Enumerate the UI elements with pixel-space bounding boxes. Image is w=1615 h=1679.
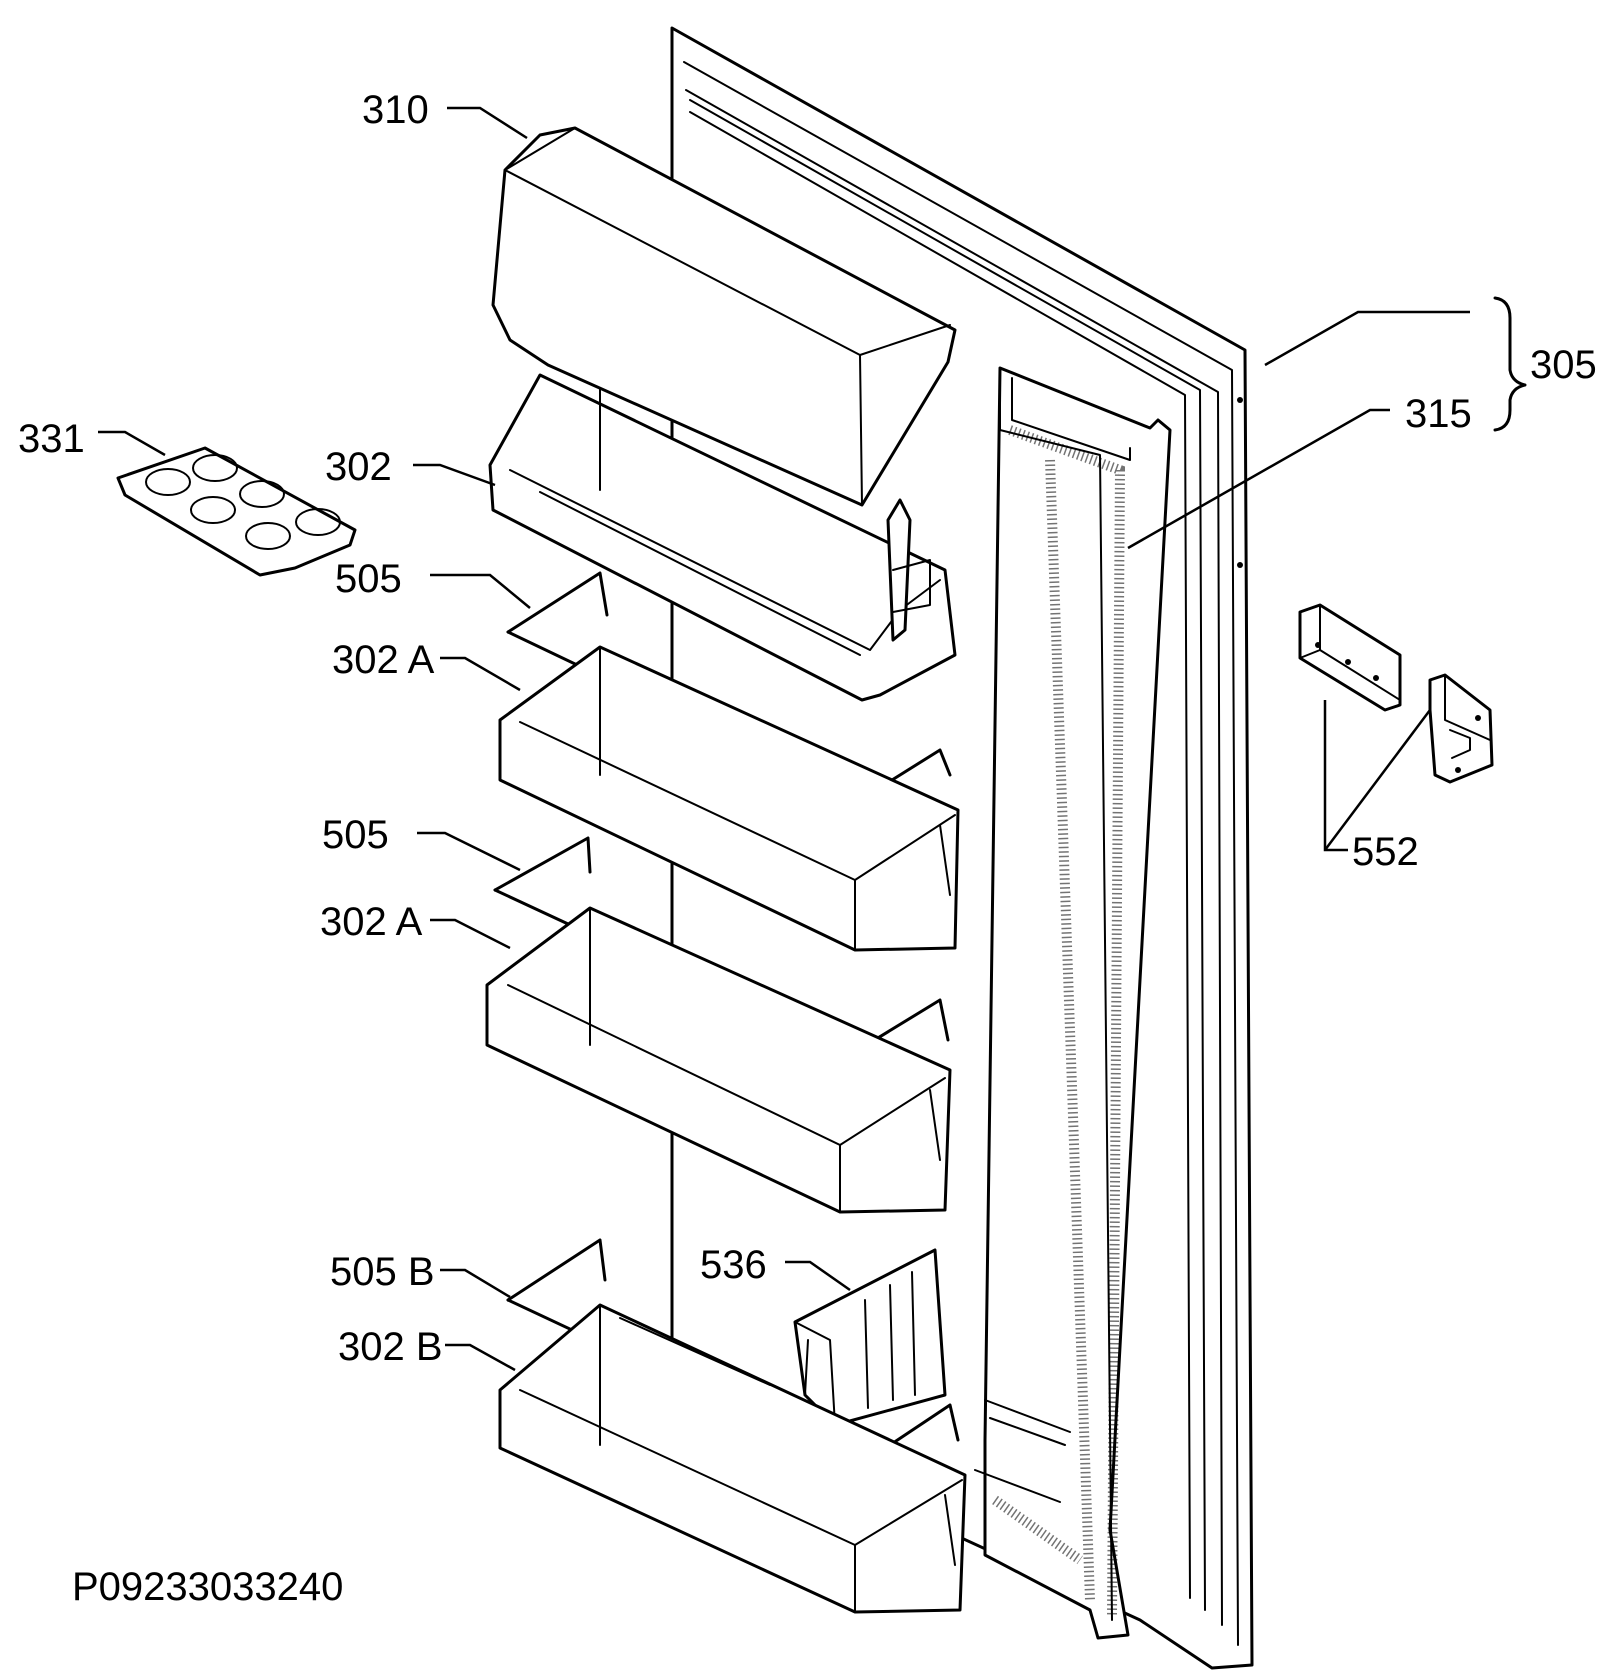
label-305: 305: [1530, 343, 1597, 387]
label-505-middle: 505: [322, 813, 389, 857]
label-536: 536: [700, 1243, 767, 1287]
liner-line-3: [984, 1399, 1071, 1433]
door-bin-302A-upper: [498, 645, 960, 952]
label-310: 310: [362, 88, 429, 132]
label-331: 331: [18, 417, 85, 461]
diagram-code: P09233033240: [72, 1565, 343, 1609]
egg-tray: [116, 446, 357, 577]
hinge-bracket-2: [1428, 673, 1494, 784]
label-315: 315: [1405, 392, 1472, 436]
label-505B: 505 B: [330, 1250, 435, 1294]
label-505-top: 505: [335, 557, 402, 601]
label-552: 552: [1352, 830, 1419, 874]
label-302A-lower: 302 A: [320, 900, 423, 944]
liner-line-2: [974, 1469, 1061, 1503]
label-302A-upper: 302 A: [332, 638, 435, 682]
door-bin-302A-lower: [485, 906, 952, 1214]
bottle-divider-536: [793, 1248, 947, 1427]
door-gasket: [983, 366, 1172, 1640]
dairy-compartment: [488, 126, 957, 702]
liner-line-1: [989, 1417, 1066, 1446]
label-302B: 302 B: [338, 1325, 443, 1369]
door-bin-302B: [498, 1303, 967, 1614]
label-302: 302: [325, 445, 392, 489]
leader-lines: [98, 106, 1527, 1372]
hinge-bracket-1: [1298, 603, 1402, 712]
